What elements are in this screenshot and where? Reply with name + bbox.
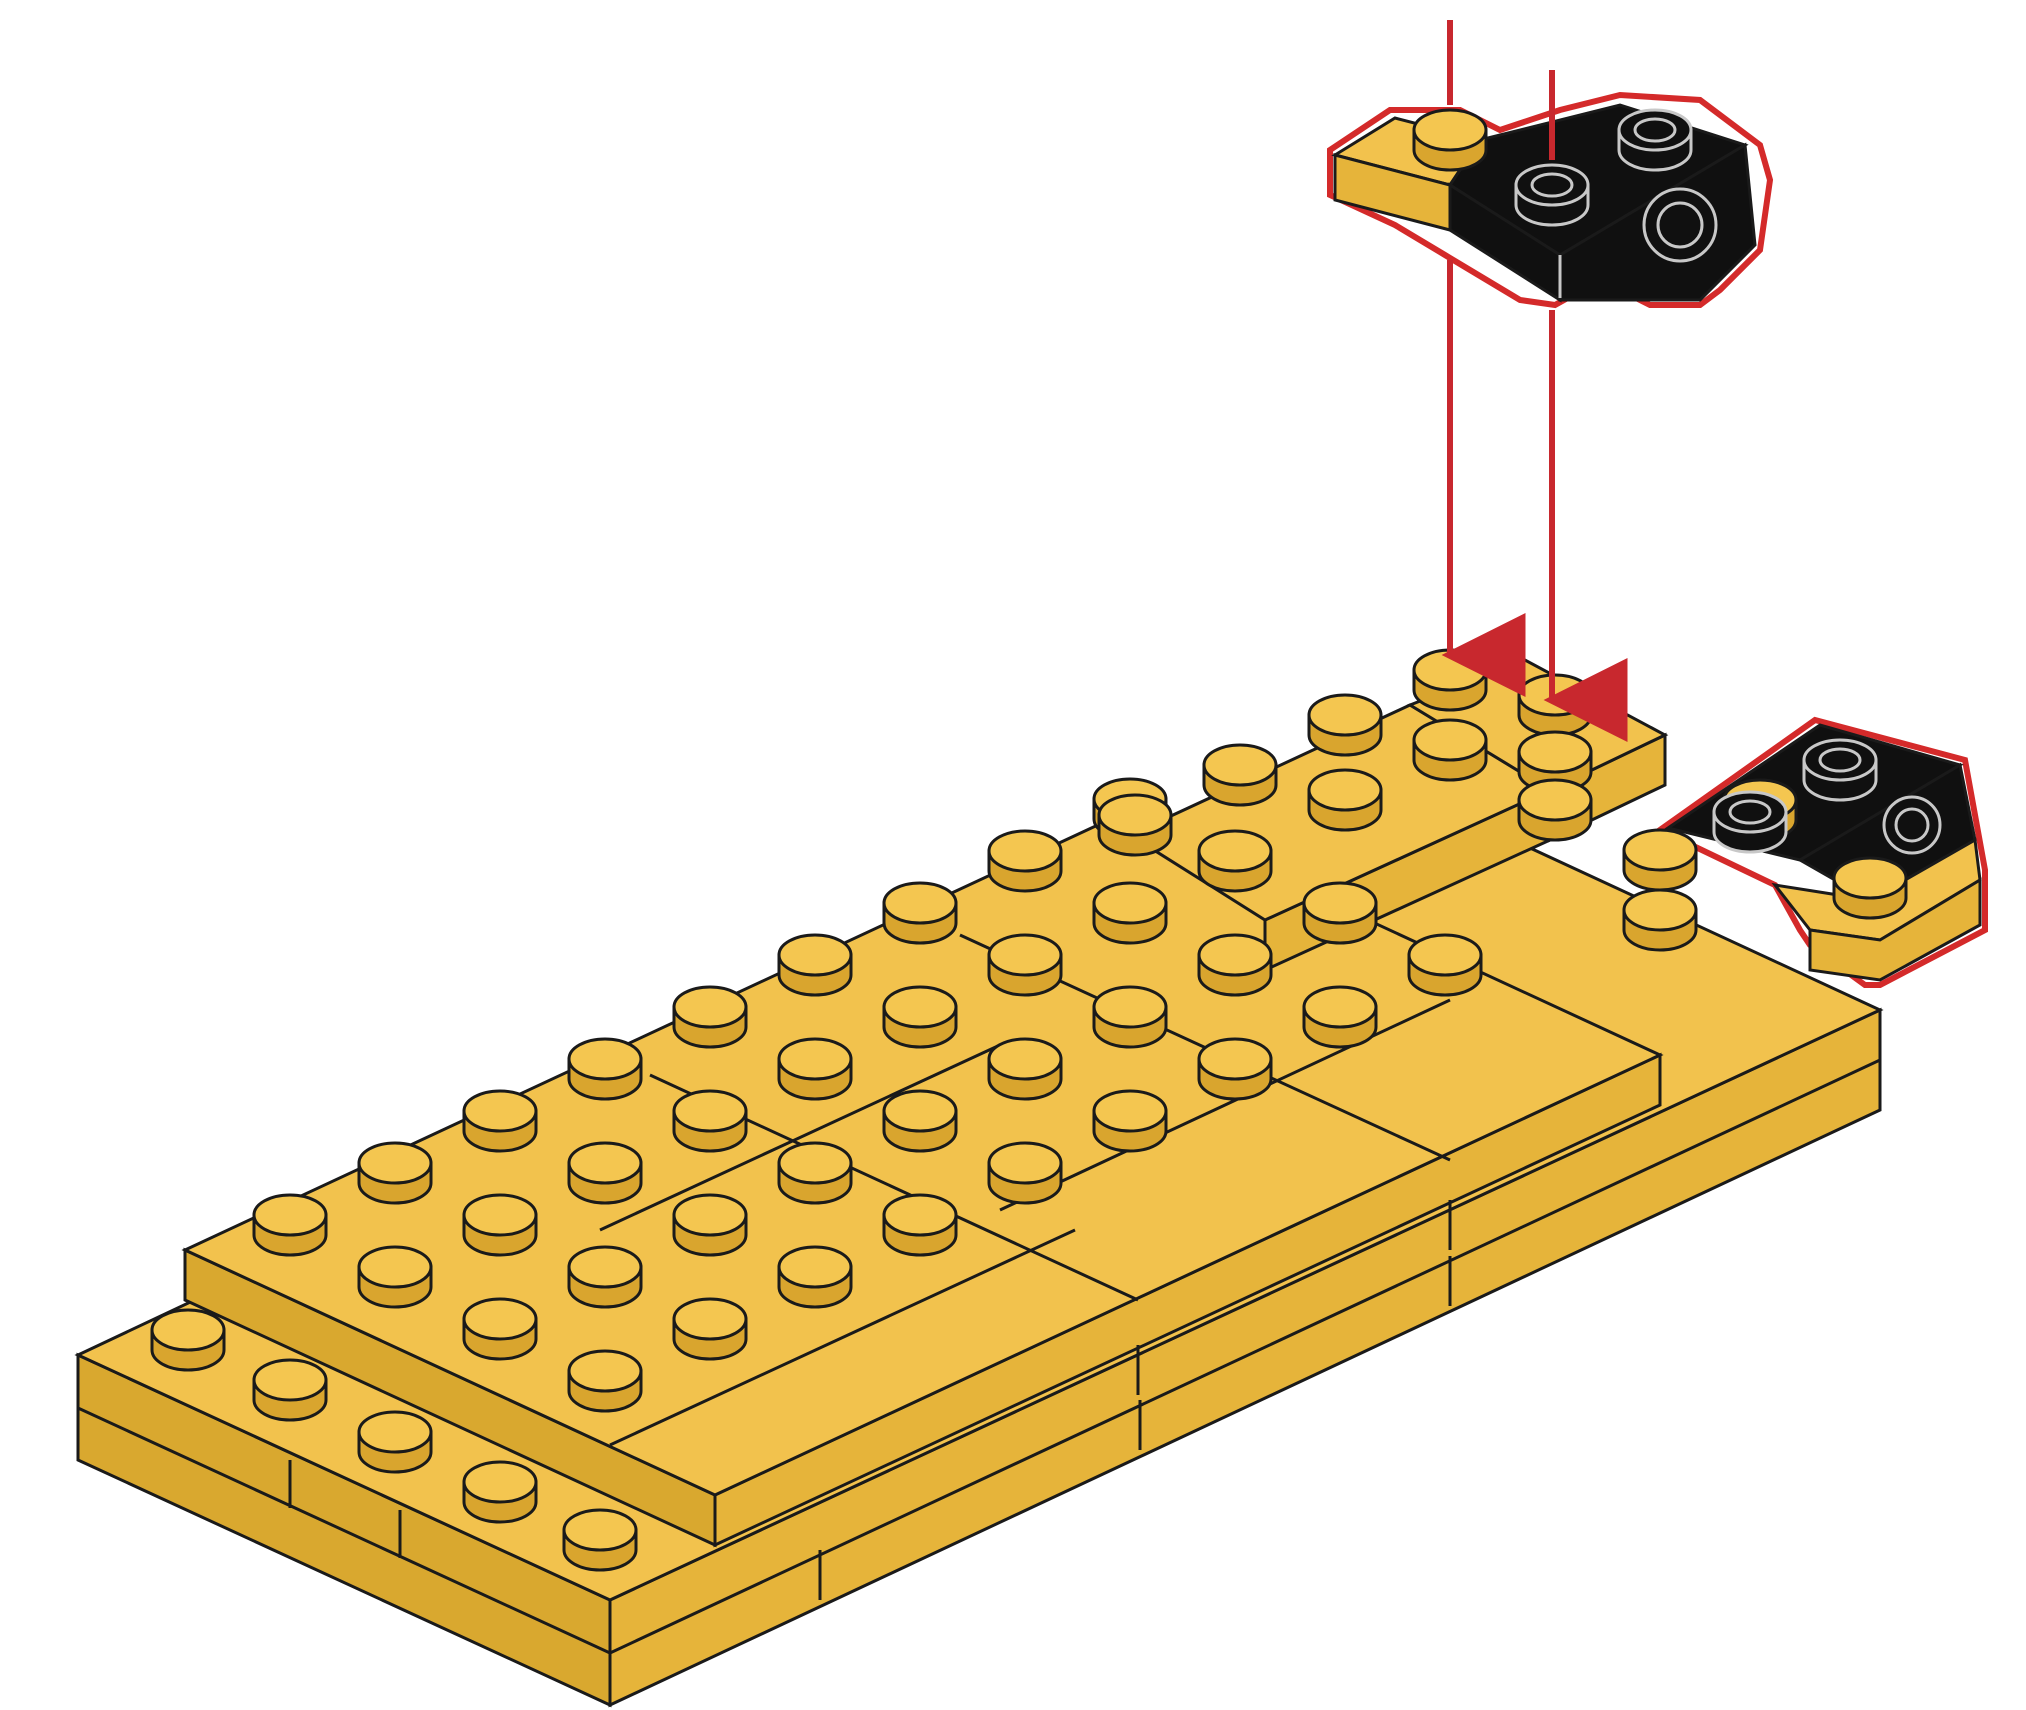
yellow-stud — [989, 831, 1061, 891]
yellow-stud — [359, 1247, 431, 1307]
yellow-stud — [1414, 720, 1486, 780]
yellow-stud — [1304, 883, 1376, 943]
yellow-stud — [779, 1143, 851, 1203]
yellow-stud — [464, 1462, 536, 1522]
yellow-stud — [464, 1091, 536, 1151]
yellow-stud — [1624, 830, 1696, 890]
yellow-stud — [1204, 745, 1276, 805]
yellow-stud — [884, 883, 956, 943]
yellow-stud — [1094, 1091, 1166, 1151]
yellow-stud — [884, 1195, 956, 1255]
yellow-stud — [674, 987, 746, 1047]
black-stud — [1804, 740, 1876, 800]
yellow-stud — [569, 1247, 641, 1307]
black-stud — [1714, 792, 1786, 852]
yellow-stud — [564, 1510, 636, 1570]
black-stud — [1516, 165, 1588, 225]
yellow-stud — [1309, 770, 1381, 830]
yellow-stud — [674, 1091, 746, 1151]
black-stud — [1619, 110, 1691, 170]
yellow-stud — [779, 1039, 851, 1099]
yellow-stud — [1199, 831, 1271, 891]
yellow-stud — [674, 1299, 746, 1359]
yellow-stud — [569, 1351, 641, 1411]
yellow-stud — [1094, 883, 1166, 943]
yellow-stud — [359, 1412, 431, 1472]
yellow-stud — [1199, 1039, 1271, 1099]
yellow-stud — [1519, 780, 1591, 840]
yellow-stud — [569, 1143, 641, 1203]
yellow-stud — [464, 1195, 536, 1255]
yellow-stud — [884, 987, 956, 1047]
yellow-stud — [1414, 650, 1486, 710]
yellow-stud — [779, 935, 851, 995]
yellow-stud — [254, 1195, 326, 1255]
yellow-stud — [989, 1143, 1061, 1203]
yellow-stud — [359, 1143, 431, 1203]
yellow-stud — [1834, 858, 1906, 918]
yellow-stud — [569, 1039, 641, 1099]
yellow-stud — [254, 1360, 326, 1420]
yellow-stud — [884, 1091, 956, 1151]
yellow-stud — [779, 1247, 851, 1307]
yellow-stud — [1099, 795, 1171, 855]
yellow-stud — [674, 1195, 746, 1255]
yellow-stud — [1309, 695, 1381, 755]
yellow-stud — [989, 1039, 1061, 1099]
yellow-stud — [1414, 110, 1486, 170]
yellow-stud — [464, 1299, 536, 1359]
yellow-stud — [152, 1310, 224, 1370]
yellow-stud — [1409, 935, 1481, 995]
yellow-stud — [1304, 987, 1376, 1047]
yellow-stud — [1624, 890, 1696, 950]
yellow-stud — [989, 935, 1061, 995]
yellow-stud — [1094, 987, 1166, 1047]
yellow-stud — [1199, 935, 1271, 995]
